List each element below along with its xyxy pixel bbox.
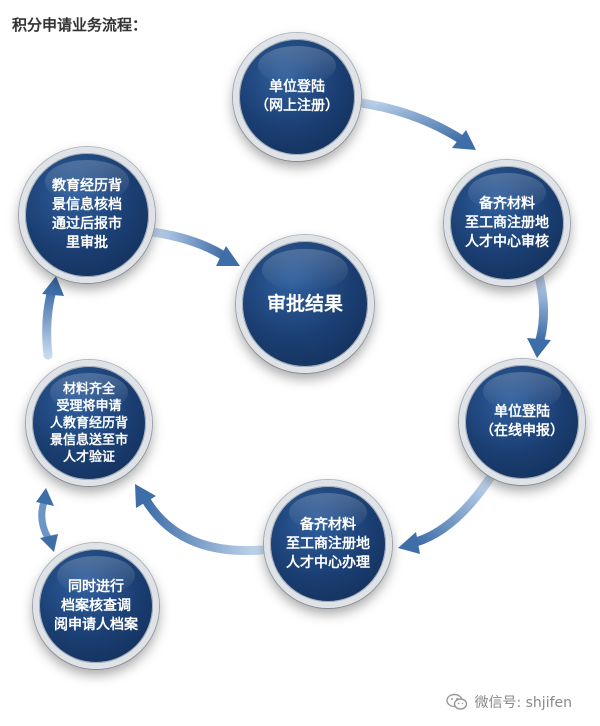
step-4-node: 备齐材料 至工商注册地 人才中心办理 <box>264 480 392 608</box>
watermark-text: 微信号: shjifen <box>474 695 572 711</box>
step-7-label: 教育经历背 景信息核档 通过后报市 里审批 <box>52 178 122 251</box>
step-4-label: 备齐材料 至工商注册地 人才中心办理 <box>286 516 370 571</box>
step-6-label: 同时进行 档案核查调 阅申请人档案 <box>54 578 138 633</box>
wechat-icon <box>446 693 468 710</box>
arrow-7-to-center <box>147 227 229 261</box>
step-1-label: 单位登陆 （网上注册） <box>255 79 339 114</box>
arrowhead-3-to-4 <box>398 532 420 554</box>
step-1-node: 单位登陆 （网上注册） <box>233 33 361 161</box>
arrowhead-1-to-2 <box>452 130 476 150</box>
arrow-2-to-3 <box>533 267 549 345</box>
step-5-label: 材料齐全 受理将申请 人教育经历背 景信息送至市 人才验证 <box>49 381 128 465</box>
arrowhead-5-6-down <box>40 534 58 552</box>
arrow-1-to-2 <box>350 97 467 145</box>
step-2-node: 备齐材料 至工商注册地 人才中心审核 <box>444 160 570 286</box>
step-3-node: 单位登陆 （在线申报） <box>459 359 585 485</box>
arrowhead-4-to-5 <box>135 484 156 508</box>
arrow-5-to-7 <box>42 285 57 360</box>
diagram-title: 积分申请业务流程： <box>12 16 148 34</box>
step-3-label: 单位登陆 （在线申报） <box>480 404 564 439</box>
step-5-node: 材料齐全 受理将申请 人教育经历背 景信息送至市 人才验证 <box>26 360 152 486</box>
arrowhead-5-to-7 <box>42 276 64 296</box>
result-node: 审批结果 <box>236 235 374 373</box>
watermark: 微信号: shjifen <box>446 692 572 712</box>
arrowhead-5-6-up <box>36 488 54 506</box>
step-2-label: 备齐材料 至工商注册地 人才中心审核 <box>465 195 549 250</box>
result-label: 审批结果 <box>266 293 343 315</box>
arrow-4-to-5 <box>141 495 267 556</box>
arrowhead-7-to-center <box>216 246 240 266</box>
arrowhead-2-to-3 <box>527 338 551 358</box>
arrow-3-to-4 <box>411 473 495 547</box>
step-6-node: 同时进行 档案核查调 阅申请人档案 <box>33 543 159 669</box>
arrow-5-6 <box>38 498 52 542</box>
step-7-node: 教育经历背 景信息核档 通过后报市 里审批 <box>19 147 155 283</box>
